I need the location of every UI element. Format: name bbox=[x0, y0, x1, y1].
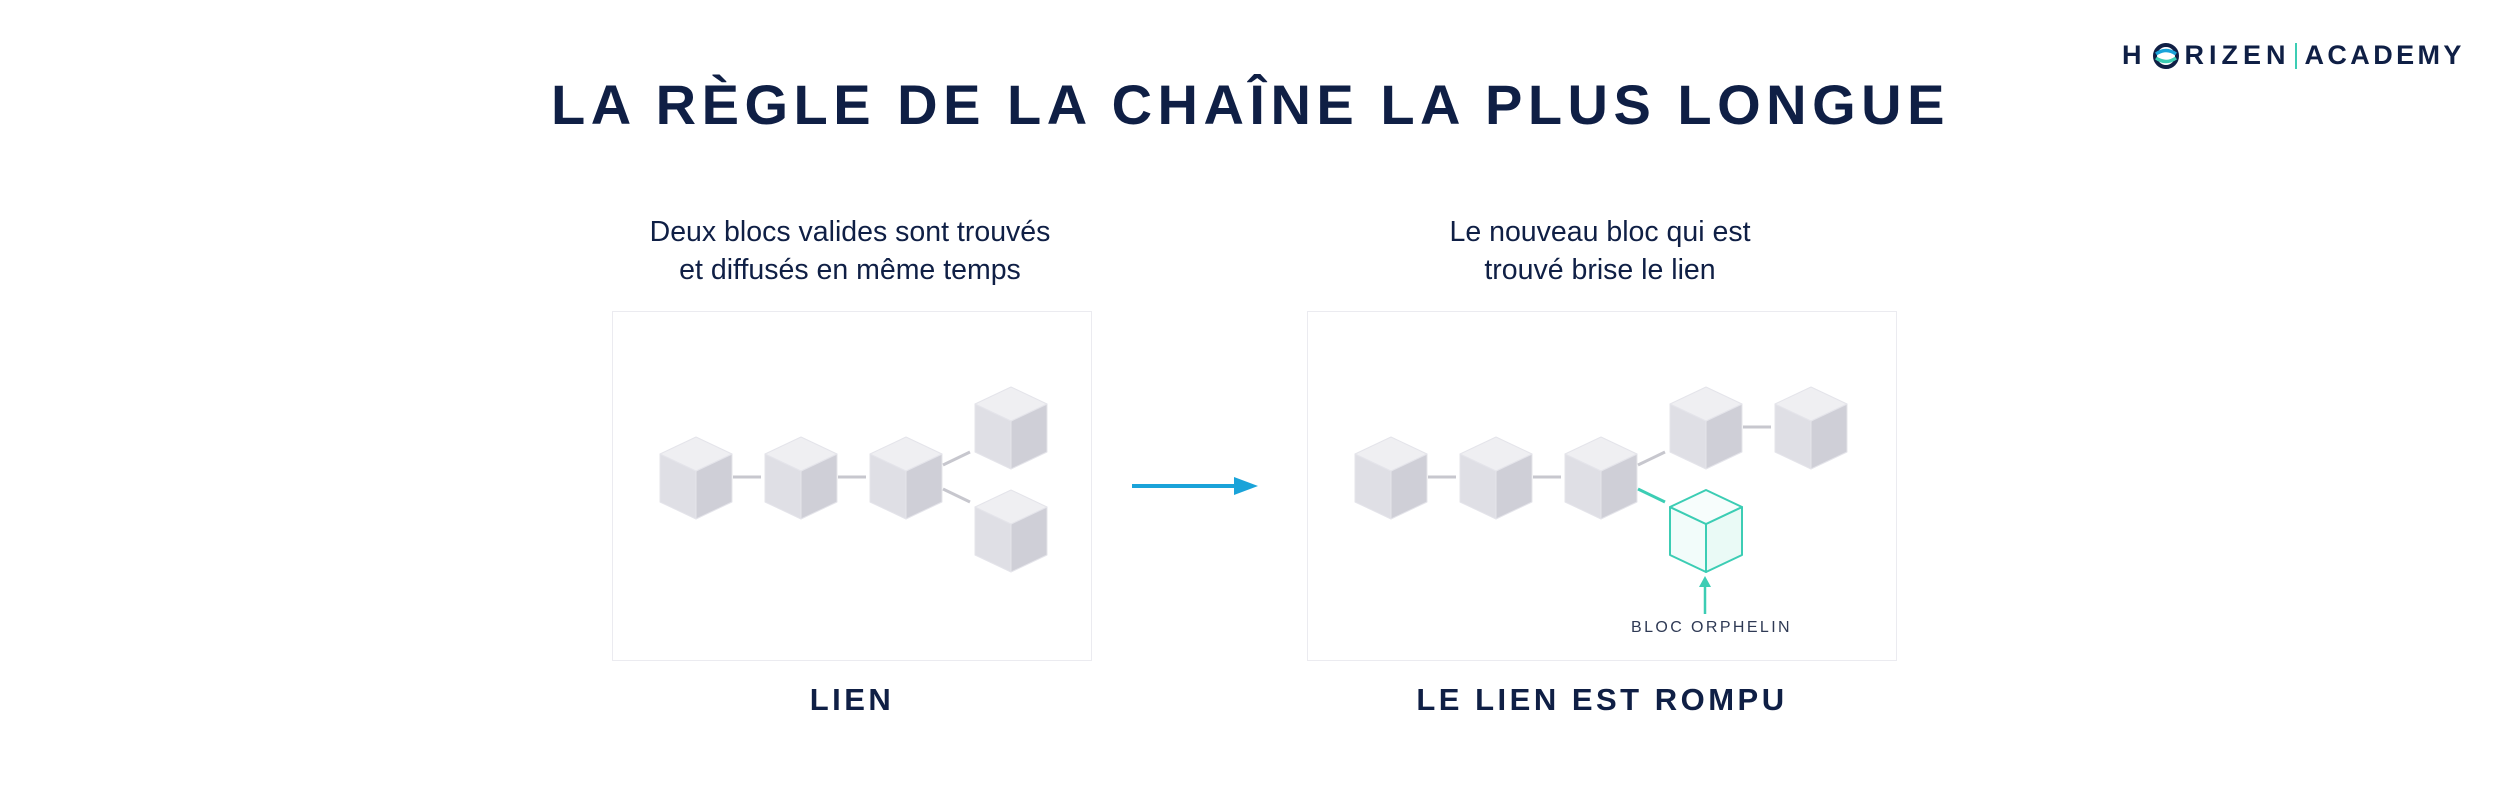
logo-separator bbox=[2294, 42, 2297, 69]
logo-text-rizen: RIZEN bbox=[2184, 40, 2291, 70]
block bbox=[764, 436, 838, 520]
logo-text-h: H bbox=[2122, 40, 2147, 70]
right-panel: BLOC ORPHELIN bbox=[1307, 311, 1897, 661]
right-label: LE LIEN EST ROMPU bbox=[1416, 682, 1788, 717]
block bbox=[1564, 436, 1638, 520]
left-panel bbox=[612, 311, 1092, 661]
block bbox=[1354, 436, 1428, 520]
left-chain-diagram bbox=[659, 386, 1048, 573]
right-caption: Le nouveau bloc qui est trouvé brise le … bbox=[1380, 213, 1820, 289]
right-chain-diagram bbox=[1354, 386, 1848, 614]
connector bbox=[942, 450, 971, 467]
logo-text-academy: ACADEMY bbox=[2304, 40, 2465, 70]
left-caption-line-2: et diffusés en même temps bbox=[679, 254, 1021, 286]
block bbox=[659, 436, 733, 520]
horizen-ring-icon bbox=[2152, 42, 2179, 69]
block bbox=[974, 386, 1048, 470]
left-connectors bbox=[733, 450, 971, 504]
orphan-block bbox=[1669, 489, 1743, 573]
right-blocks bbox=[1354, 386, 1848, 573]
left-label: LIEN bbox=[809, 682, 895, 717]
left-caption-line-1: Deux blocs valides sont trouvés bbox=[649, 216, 1051, 248]
block bbox=[974, 489, 1048, 573]
block bbox=[1669, 386, 1743, 470]
right-caption-line-2: trouvé brise le lien bbox=[1484, 254, 1716, 286]
right-arrow-icon bbox=[1132, 477, 1258, 495]
left-blocks bbox=[659, 386, 1048, 573]
page-title: LA RÈGLE DE LA CHAÎNE LA PLUS LONGUE bbox=[551, 73, 1950, 136]
block bbox=[1774, 386, 1848, 470]
block bbox=[869, 436, 943, 520]
orphan-block-label: BLOC ORPHELIN bbox=[1631, 619, 1793, 636]
orphan-connector bbox=[1637, 487, 1666, 504]
horizen-academy-logo: H RIZEN ACADEMY bbox=[2122, 40, 2465, 71]
left-caption: Deux blocs valides sont trouvés et diffu… bbox=[600, 213, 1100, 289]
connector bbox=[1637, 450, 1666, 467]
connector bbox=[942, 487, 971, 504]
right-connectors bbox=[1428, 425, 1771, 479]
orphan-pointer-arrow bbox=[1699, 576, 1711, 614]
block bbox=[1459, 436, 1533, 520]
right-caption-line-1: Le nouveau bloc qui est bbox=[1449, 216, 1751, 248]
